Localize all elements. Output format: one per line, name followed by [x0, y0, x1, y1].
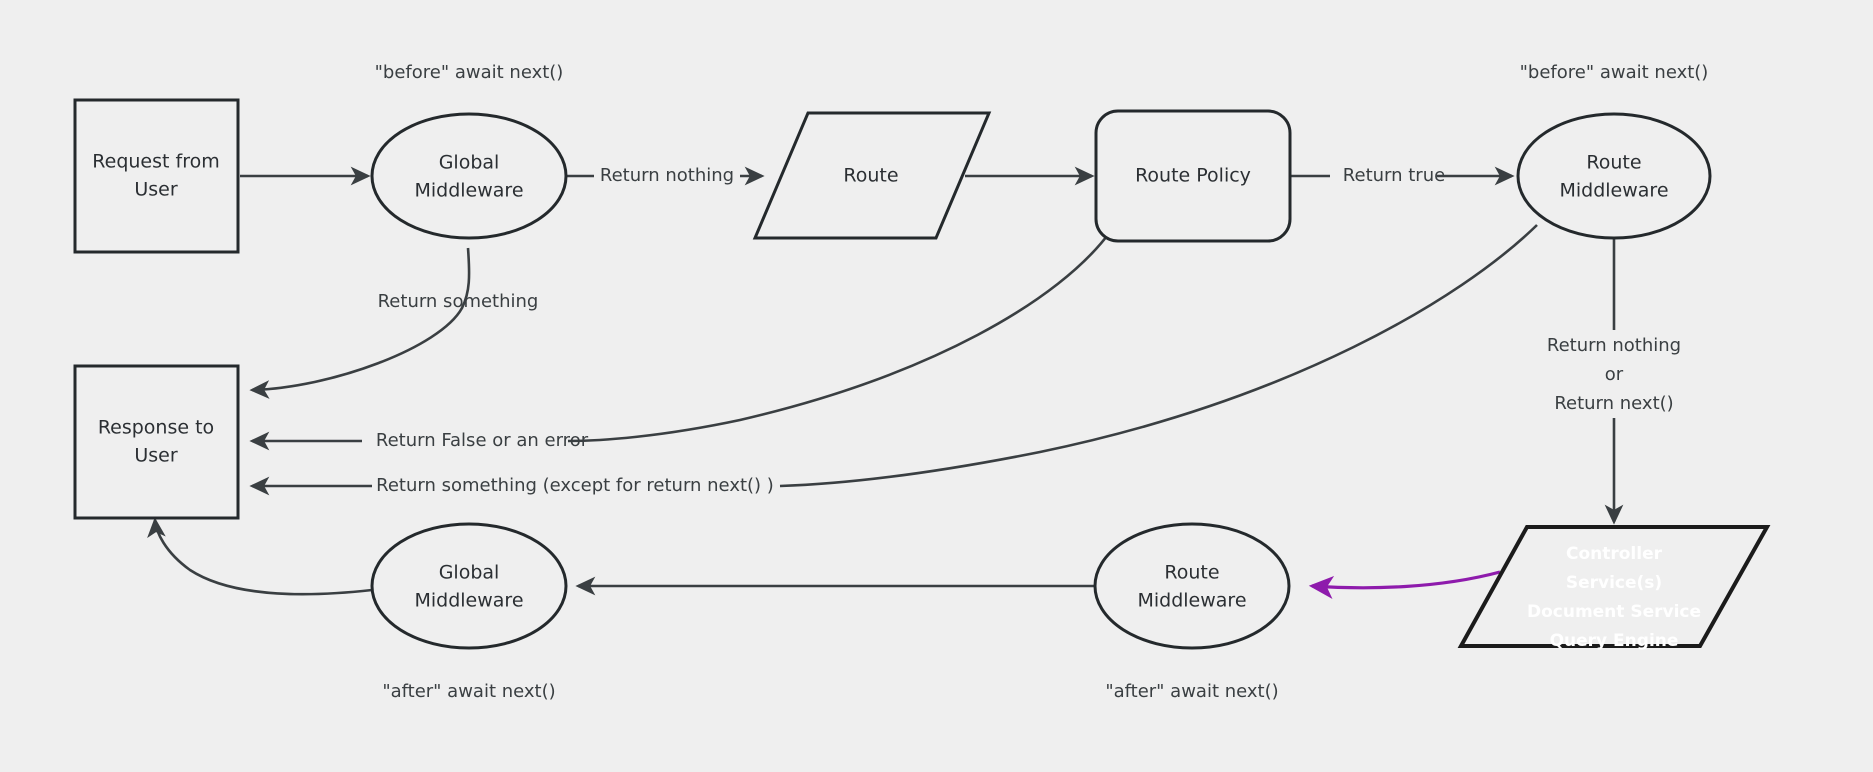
route-middleware-before-shape: [1516, 112, 1712, 240]
route-middleware-before-label-line1: Route: [1586, 152, 1641, 174]
annotation-after-global-middleware: "after" await next(): [382, 681, 555, 702]
edge-label-return-nothing: Return nothing: [600, 165, 734, 186]
annotation-after-route-middleware: "after" await next(): [1105, 681, 1278, 702]
edge-label-return-false-or-error: Return False or an error: [376, 430, 589, 451]
edge-label-return-nothing-or-next-line1: Return nothing: [1547, 335, 1681, 356]
node-route-middleware-before[interactable]: Route Middleware: [1516, 112, 1712, 240]
response-to-user-label-line2: User: [134, 445, 177, 467]
annotation-group: "before" await next() "before" await nex…: [375, 62, 1709, 702]
node-global-middleware-after[interactable]: Global Middleware: [370, 522, 568, 650]
edge-controller-to-route-middleware-after: [1308, 570, 1501, 599]
edge-global-middleware-after-to-response: [147, 517, 373, 596]
edge-route-policy-to-response-curve: [567, 231, 1112, 443]
node-route[interactable]: Route: [752, 111, 992, 240]
node-controller-services[interactable]: Controller Service(s) Document Service Q…: [1457, 525, 1771, 651]
annotation-before-global-middleware: "before" await next(): [375, 62, 564, 83]
controller-services-label-line4: Query Engine: [1550, 631, 1679, 651]
edge-label-return-nothing-or-next-line2: or: [1605, 364, 1624, 385]
edge-label-group: Return nothing Return something Return t…: [376, 165, 1681, 496]
route-policy-shape: [1094, 109, 1292, 243]
controller-services-label-line2: Service(s): [1566, 573, 1662, 593]
controller-services-shape: [1457, 525, 1771, 648]
response-to-user-shape: [73, 364, 240, 520]
node-response-to-user[interactable]: Response to User: [73, 364, 240, 520]
edge-label-return-something: Return something: [378, 291, 539, 312]
route-policy-label: Route Policy: [1135, 165, 1251, 187]
global-middleware-before-label-line1: Global: [439, 152, 500, 174]
controller-services-label-line1: Controller: [1566, 544, 1663, 564]
global-middleware-after-label-line2: Middleware: [414, 590, 523, 612]
node-route-policy[interactable]: Route Policy: [1094, 109, 1292, 243]
route-middleware-after-shape: [1093, 522, 1291, 650]
route-label: Route: [843, 165, 898, 187]
response-to-user-label-line1: Response to: [98, 417, 214, 439]
request-from-user-label-line2: User: [134, 179, 177, 201]
route-shape: [752, 111, 992, 240]
edge-label-return-true: Return true: [1343, 165, 1445, 186]
edge-route-middleware-to-response-curve: [779, 224, 1538, 488]
edges-return-paths: [249, 224, 1538, 496]
route-middleware-after-label-line1: Route: [1164, 562, 1219, 584]
edge-label-return-something-except-next: Return something (except for return next…: [376, 475, 774, 496]
global-middleware-after-label-line1: Global: [439, 562, 500, 584]
global-middleware-before-label-line2: Middleware: [414, 180, 523, 202]
node-request-from-user[interactable]: Request from User: [73, 98, 240, 254]
route-middleware-before-label-line2: Middleware: [1559, 180, 1668, 202]
node-route-middleware-after[interactable]: Route Middleware: [1093, 522, 1291, 650]
annotation-before-route-middleware: "before" await next(): [1520, 62, 1709, 83]
request-from-user-label-line1: Request from: [92, 151, 219, 173]
request-from-user-shape: [73, 98, 240, 254]
route-middleware-after-label-line2: Middleware: [1137, 590, 1246, 612]
global-middleware-after-shape: [370, 522, 568, 650]
edges-bottom-row: [147, 517, 1501, 599]
node-global-middleware-before[interactable]: Global Middleware: [370, 112, 568, 240]
edge-global-middleware-to-response: [249, 247, 471, 399]
controller-services-label-line3: Document Service: [1527, 602, 1701, 622]
edge-label-return-nothing-or-next-line3: Return next(): [1554, 393, 1673, 414]
global-middleware-before-shape: [370, 112, 568, 240]
